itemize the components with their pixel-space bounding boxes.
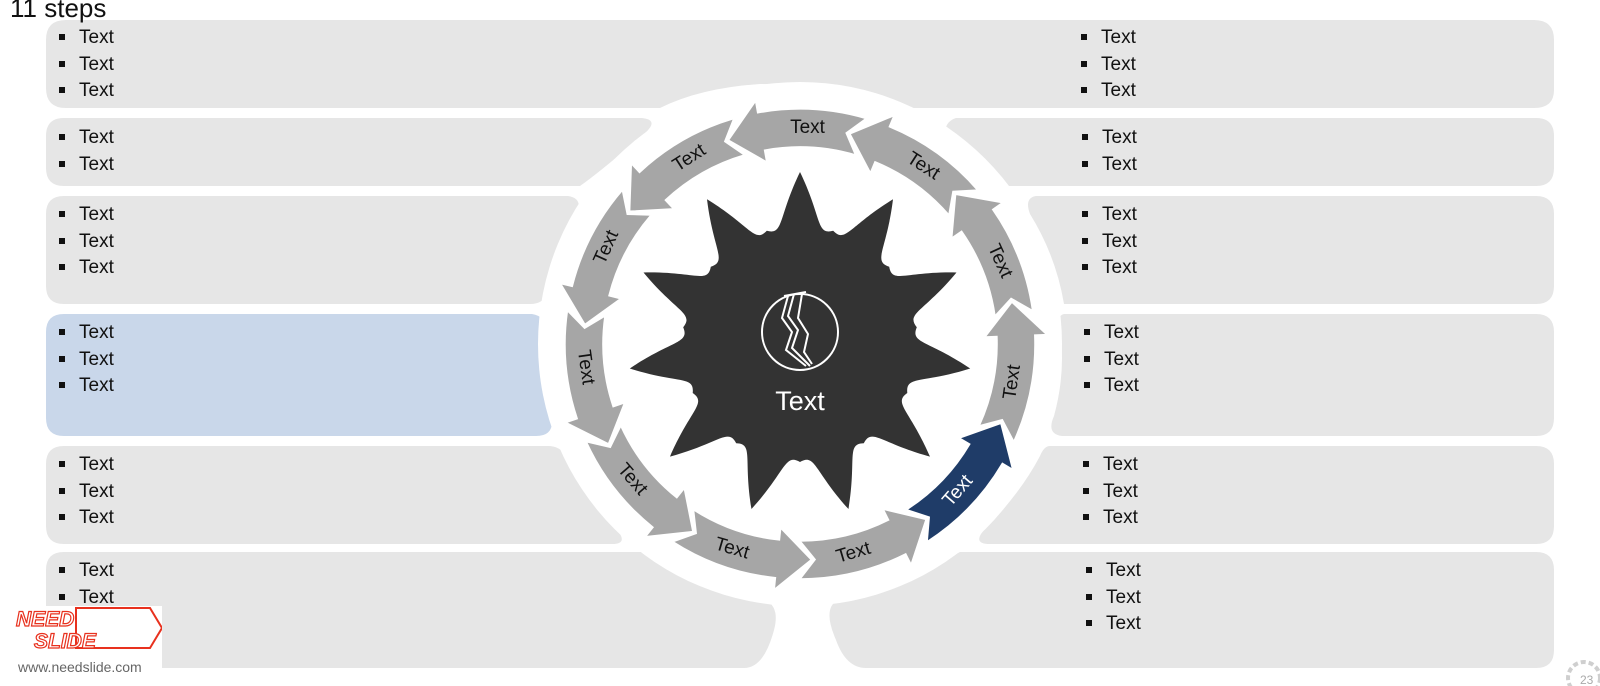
- step-arrow-1: Text: [727, 99, 868, 164]
- list-item: Text: [1081, 452, 1138, 479]
- panel-left-5: [46, 552, 776, 668]
- step-arrow-7: Text: [798, 508, 928, 580]
- left-list-2: Text Text: [57, 125, 114, 178]
- left-list-5: Text Text Text: [57, 452, 114, 532]
- step-arrow-2: Text: [628, 117, 747, 213]
- list-item: Text: [1082, 347, 1139, 374]
- list-item: Text: [1082, 320, 1139, 347]
- panel-left-2: [46, 196, 579, 304]
- step-arrow-11: Text: [848, 114, 980, 217]
- center-label: Text: [775, 386, 825, 416]
- step-arrow-9: Text: [977, 300, 1049, 444]
- list-item: Text: [1080, 152, 1137, 179]
- list-item: Text: [1080, 125, 1137, 152]
- left-list-3: Text Text Text: [57, 202, 114, 282]
- list-item: Text: [1082, 373, 1139, 400]
- logo-text-need: NEED: [16, 608, 74, 631]
- step-arrow-6: Text: [671, 508, 813, 592]
- list-item: Text: [57, 320, 114, 347]
- logo-badge-icon: NEED SLIDE: [15, 607, 164, 654]
- left-list-4: Text Text Text: [57, 320, 114, 400]
- left-list-6: Text Text: [57, 558, 114, 611]
- step-label: Text: [790, 117, 826, 138]
- step-arrow-shape: [904, 422, 1014, 544]
- step-arrow-shape: [628, 117, 747, 213]
- step-arrow-shape: [950, 193, 1034, 318]
- list-item: Text: [1084, 585, 1141, 612]
- step-arrow-shape: [558, 188, 653, 326]
- list-item: Text: [1084, 558, 1141, 585]
- right-list-5: Text Text Text: [1081, 452, 1138, 532]
- list-item: Text: [57, 78, 114, 105]
- panel-left-1: [46, 118, 652, 186]
- list-item: Text: [57, 373, 114, 400]
- list-item: Text: [57, 585, 114, 612]
- right-list-4: Text Text Text: [1082, 320, 1139, 400]
- panel-right-5: [829, 552, 1554, 668]
- right-list-2: Text Text: [1080, 125, 1137, 178]
- list-item: Text: [57, 152, 114, 179]
- step-arrow-shape: [671, 508, 813, 592]
- list-item: Text: [1084, 611, 1141, 638]
- list-item: Text: [57, 25, 114, 52]
- list-item: Text: [57, 505, 114, 532]
- step-arrow-shape: [584, 424, 694, 538]
- panel-right-3: [1051, 314, 1554, 436]
- panel-right-2: [1028, 196, 1554, 304]
- list-item: Text: [1080, 202, 1137, 229]
- list-item: Text: [1079, 52, 1136, 79]
- step-arrow-3: Text: [558, 188, 653, 326]
- list-item: Text: [57, 347, 114, 374]
- list-item: Text: [57, 125, 114, 152]
- needslide-logo: NEED SLIDE: [12, 606, 164, 676]
- footer-url: www.needslide.com: [18, 659, 142, 675]
- list-item: Text: [57, 52, 114, 79]
- step-arrow-5: Text: [584, 424, 694, 538]
- panel-left-4: [46, 446, 622, 544]
- list-item: Text: [57, 558, 114, 585]
- left-list-1: Text Text Text: [57, 25, 114, 105]
- page-number-badge: 23: [1566, 660, 1600, 686]
- page-number: 23: [1580, 673, 1594, 686]
- panel-top: [46, 20, 1554, 108]
- step-arrow-shape: [563, 308, 626, 445]
- gear-icon: [1566, 660, 1600, 686]
- slide-title: 11 steps: [10, 0, 107, 23]
- step-arrow-shape: [977, 300, 1049, 444]
- step-arrow-shape: [727, 99, 868, 164]
- list-item: Text: [57, 229, 114, 256]
- panel-right-1: [945, 118, 1554, 186]
- panel-left-3: [46, 314, 552, 436]
- list-item: Text: [1079, 78, 1136, 105]
- list-item: Text: [1079, 25, 1136, 52]
- step-arrow-shape: [848, 114, 980, 217]
- step-label: Text: [999, 363, 1025, 401]
- list-item: Text: [57, 202, 114, 229]
- step-arrow-4: Text: [563, 308, 626, 445]
- list-item: Text: [1080, 229, 1137, 256]
- step-arrow-shape: [798, 508, 928, 580]
- right-list-6: Text Text Text: [1084, 558, 1141, 638]
- list-item: Text: [57, 452, 114, 479]
- list-item: Text: [1081, 505, 1138, 532]
- list-item: Text: [1081, 479, 1138, 506]
- right-list-1: Text Text Text: [1079, 25, 1136, 105]
- cracked-circle-icon: [761, 291, 839, 371]
- logo-text-slide: SLIDE: [34, 630, 97, 653]
- list-item: Text: [57, 255, 114, 282]
- list-item: Text: [57, 479, 114, 506]
- center-star: [629, 172, 971, 509]
- step-arrow-10: Text: [950, 193, 1034, 318]
- step-label: Text: [573, 348, 599, 386]
- list-item: Text: [1080, 255, 1137, 282]
- right-list-3: Text Text Text: [1080, 202, 1137, 282]
- step-arrow-8: Text: [904, 422, 1014, 544]
- panel-right-4: [979, 446, 1554, 544]
